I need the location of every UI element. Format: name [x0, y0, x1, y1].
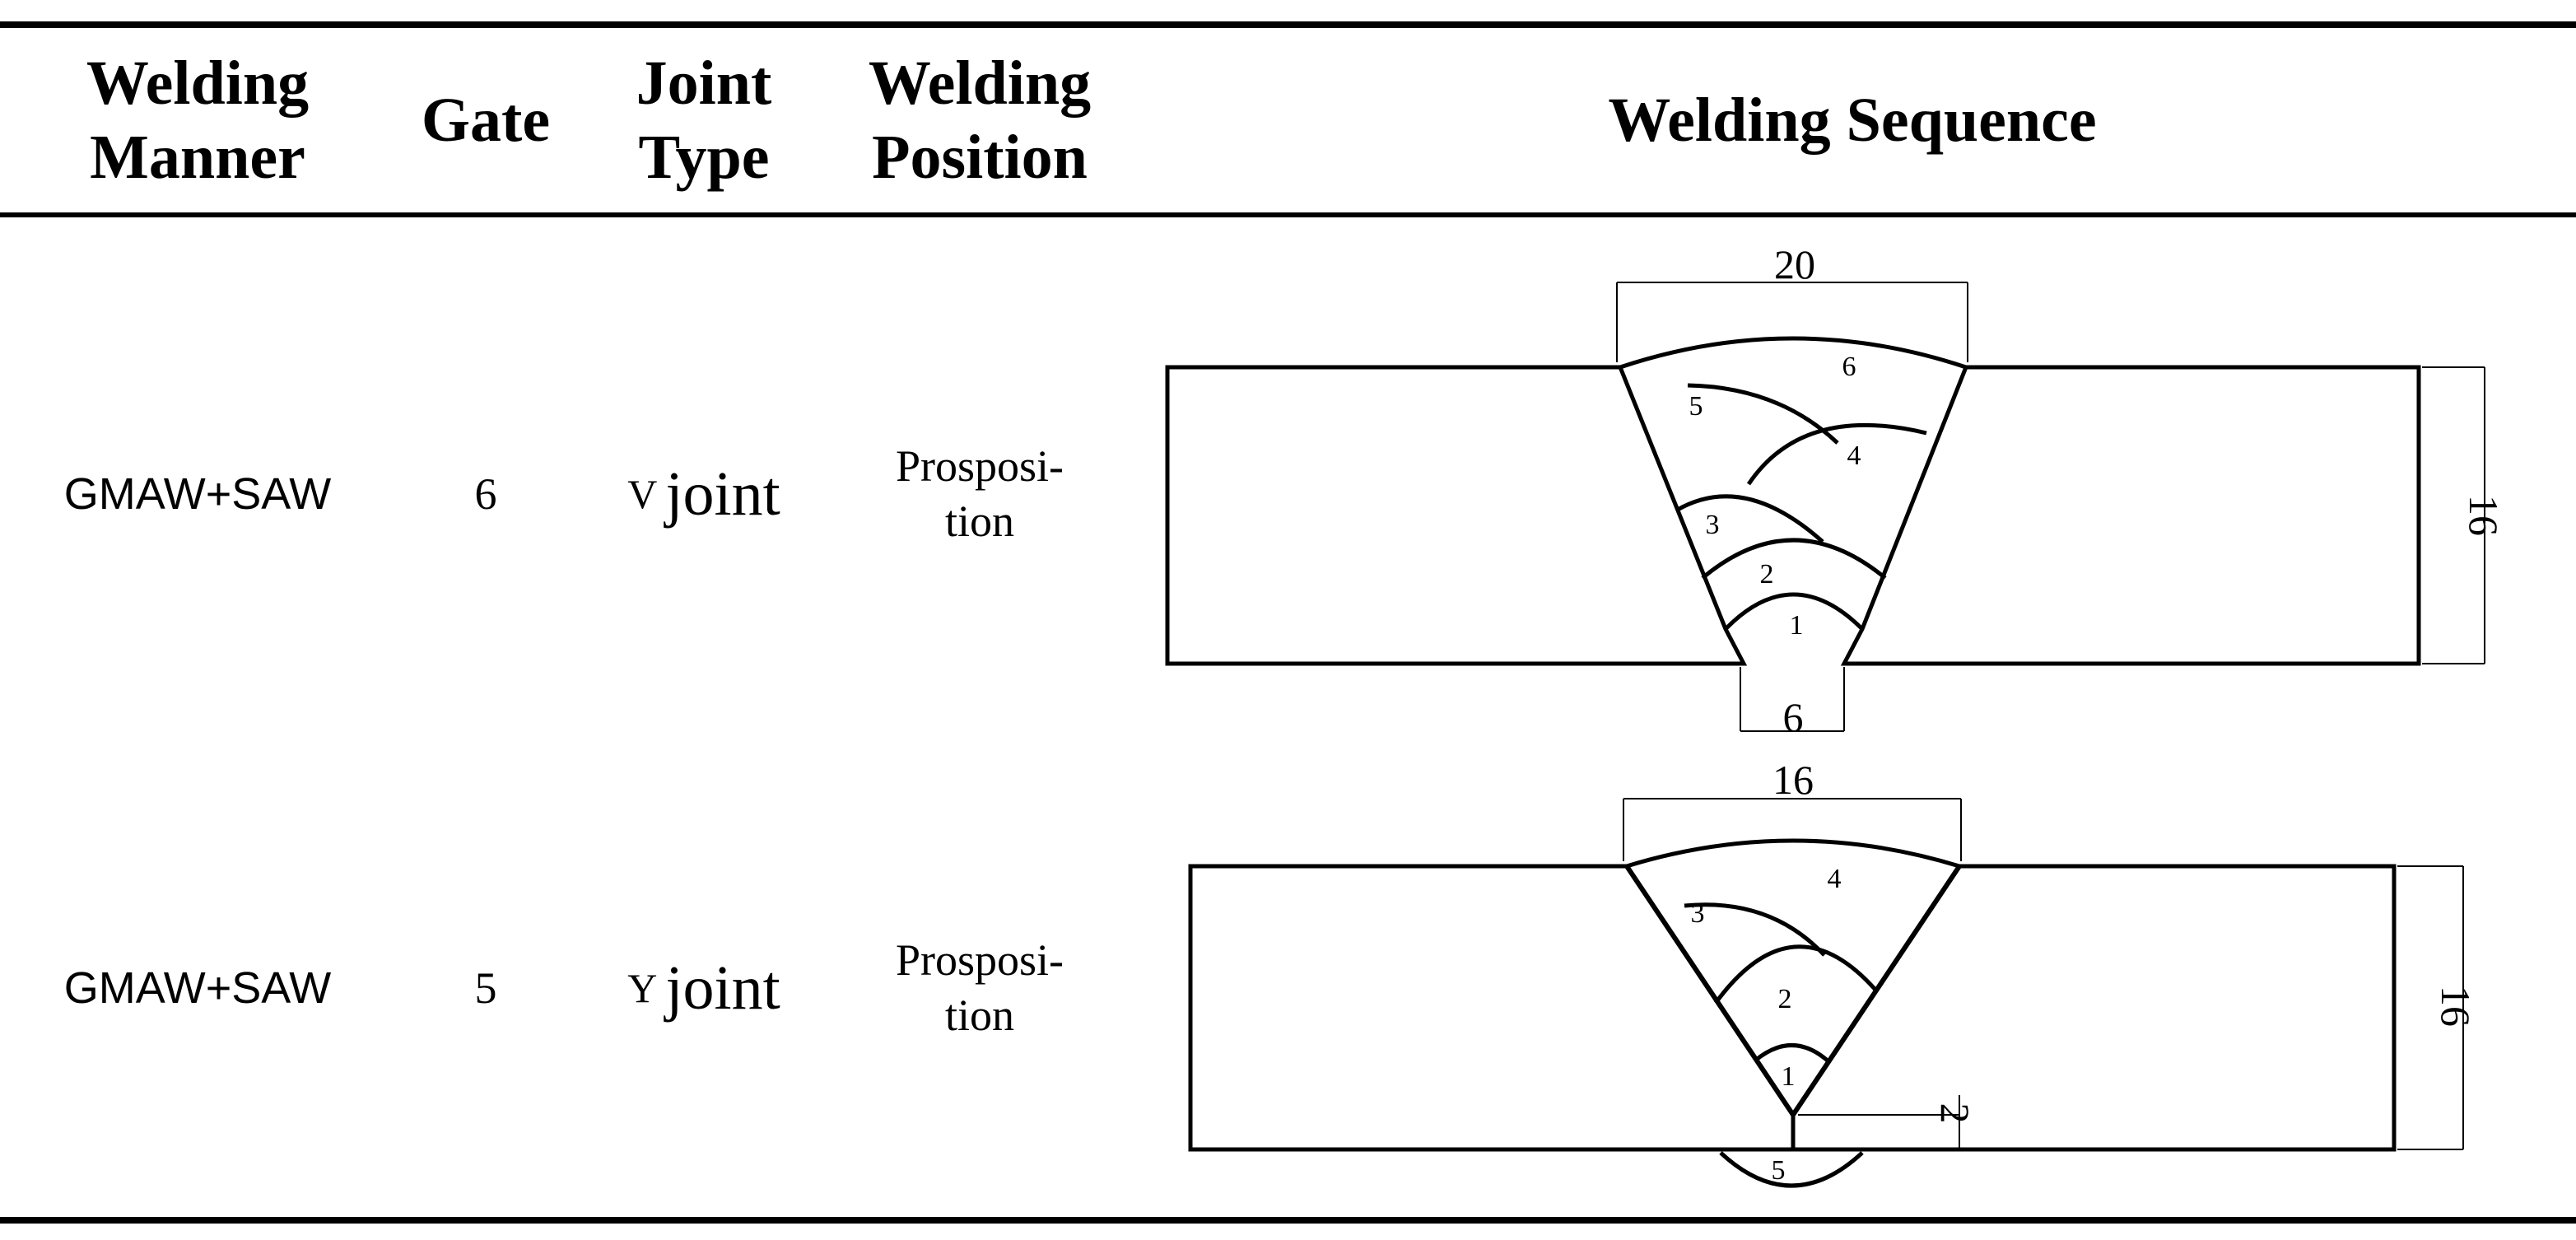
row1-position-line1: Prosposi-: [895, 441, 1064, 491]
row1-position-line2: tion: [944, 496, 1014, 546]
v-pass-1-boundary: [1724, 592, 1864, 631]
table-top-rule: [0, 21, 2576, 28]
row2-gate: 5: [474, 963, 497, 1013]
row2-welding-manner: GMAW+SAW: [63, 963, 332, 1013]
row1-joint-letter: V: [627, 471, 658, 517]
header-welding-sequence: Welding Sequence: [1153, 31, 2552, 211]
y-joint-diagram: 16 2 16 1 2 3 4 5: [1188, 757, 2479, 1188]
y-pass-label-4: 4: [1828, 864, 1842, 894]
v-pass-label-5: 5: [1689, 391, 1703, 422]
v-right-plate: [1840, 365, 2421, 666]
header-sequence-text: Welding Sequence: [1608, 86, 2097, 156]
header-joint-line2: Type: [638, 123, 770, 192]
v-pass-2-boundary: [1701, 538, 1887, 580]
v-pass-label-2: 2: [1760, 559, 1774, 590]
table-header-rule: [0, 212, 2576, 217]
row2-position-line1: Prosposi-: [895, 935, 1064, 985]
y-thickness-label: 16: [2433, 986, 2479, 1027]
v-thickness-label: 16: [2461, 495, 2507, 536]
row1-welding-position: Prosposi-tion: [831, 412, 1128, 576]
row2-welding-sequence-diagram: 16 2 16 1 2 3 4 5: [1153, 749, 2552, 1210]
row2-welding-position: Prosposi-tion: [831, 906, 1128, 1070]
row1-joint-word: joint: [665, 459, 780, 529]
v-groove-left-line: [1619, 366, 1727, 630]
header-position-line2: Position: [872, 123, 1088, 192]
y-pass-3-boundary: [1684, 902, 1826, 957]
v-joint-diagram: 20 6 16 1 2 3 4 5 6: [1165, 241, 2507, 740]
v-pass-label-1: 1: [1790, 610, 1804, 641]
v-pass-label-4: 4: [1847, 441, 1861, 471]
row2-position-line2: tion: [944, 991, 1014, 1040]
v-groove-right-line: [1861, 366, 1968, 630]
v-top-width-label: 20: [1774, 241, 1815, 287]
y-pass-2-boundary: [1713, 944, 1877, 1005]
v-pass-5-boundary: [1687, 383, 1839, 445]
y-groove-right-line: [1791, 865, 1962, 1116]
header-joint-line1: Joint: [636, 49, 772, 119]
y-pass-label-3: 3: [1691, 898, 1705, 929]
v-pass-label-3: 3: [1706, 510, 1720, 540]
y-root-face-label: 2: [1932, 1103, 1978, 1124]
y-pass-label-2: 2: [1778, 984, 1792, 1014]
y-cap-arc: [1626, 838, 1960, 869]
row2-joint-letter: Y: [627, 965, 658, 1011]
header-position-line1: Welding: [868, 49, 1092, 119]
row1-welding-manner: GMAW+SAW: [63, 469, 332, 519]
y-pass-label-1: 1: [1782, 1061, 1796, 1092]
v-pass-3-boundary: [1675, 494, 1824, 543]
header-gate: Gate: [403, 31, 568, 211]
y-top-width-label: 16: [1772, 757, 1814, 803]
header-manner-line1: Welding: [86, 49, 310, 119]
row1-welding-sequence-diagram: 20 6 16 1 2 3 4 5 6: [1153, 222, 2552, 749]
y-groove-left-line: [1624, 865, 1796, 1116]
table-bottom-rule: [0, 1217, 2576, 1224]
v-root-gap-label: 6: [1783, 694, 1804, 740]
y-right-plate: [1791, 864, 2397, 1152]
header-gate-text: Gate: [421, 86, 551, 156]
header-manner-line2: Manner: [90, 123, 305, 192]
v-cap-arc: [1619, 336, 1967, 370]
y-pass-label-5: 5: [1772, 1155, 1786, 1186]
v-left-plate: [1165, 365, 1748, 666]
y-back-pass-arc: [1719, 1151, 1864, 1188]
row2-joint-word: joint: [665, 953, 780, 1023]
row1-gate: 6: [474, 469, 497, 519]
y-pass-1-boundary: [1754, 1043, 1831, 1064]
v-pass-label-6: 6: [1842, 352, 1856, 382]
v-pass-4-boundary: [1746, 422, 1927, 486]
